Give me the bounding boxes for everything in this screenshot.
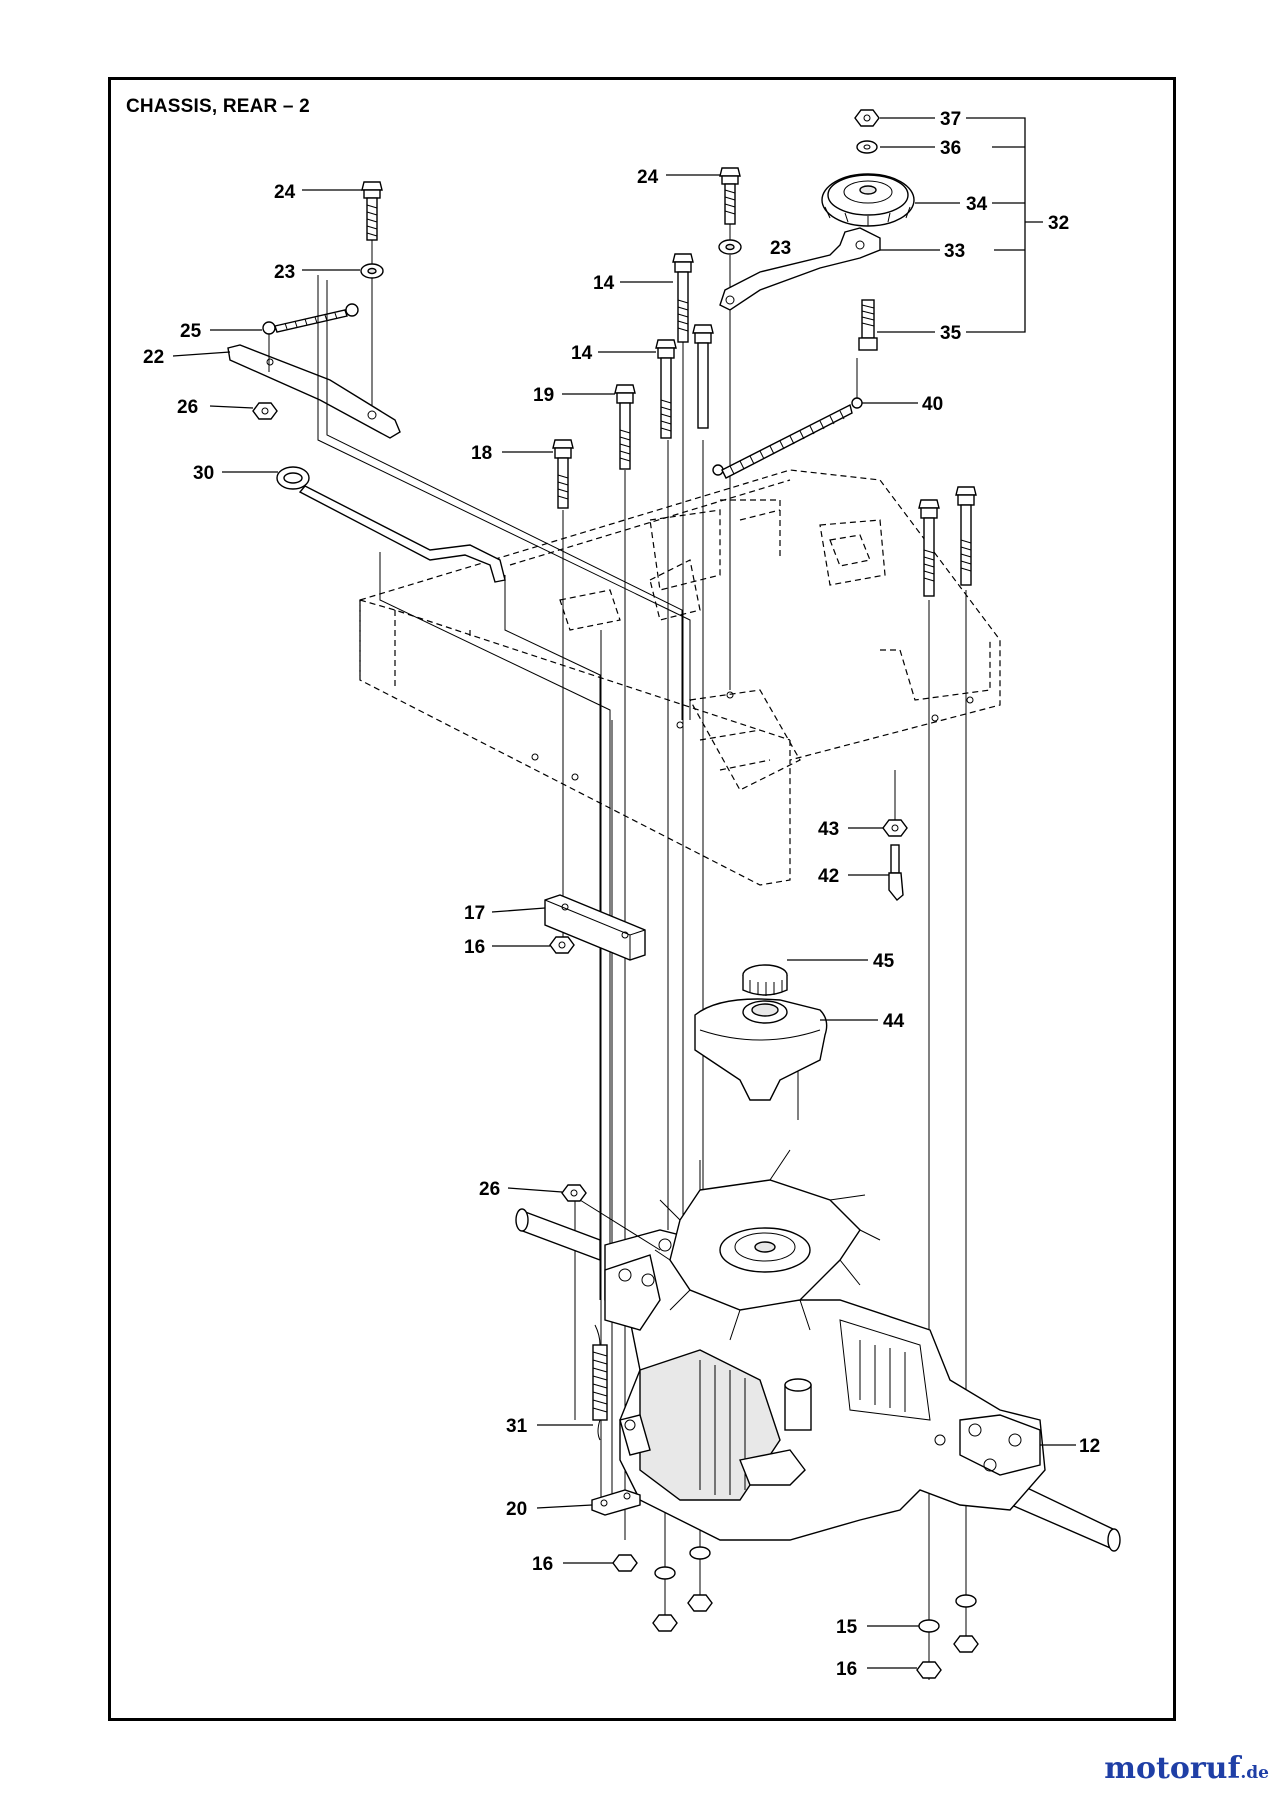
bolt-14-lower bbox=[655, 339, 677, 439]
callout-26-upper: 26 bbox=[177, 397, 198, 418]
callout-26-lower: 26 bbox=[479, 1179, 500, 1200]
chassis-outline bbox=[359, 469, 1001, 886]
nut-26-lower bbox=[561, 1184, 661, 1251]
callout-35: 35 bbox=[940, 323, 962, 344]
shift-rod-30 bbox=[276, 466, 506, 583]
callout-labels: 37 36 34 32 33 35 24 23 25 22 26 24 23 1… bbox=[143, 109, 1100, 1680]
long-rods bbox=[317, 275, 691, 1300]
callout-33: 33 bbox=[944, 241, 965, 262]
callout-43: 43 bbox=[818, 819, 839, 840]
callout-42: 42 bbox=[818, 866, 839, 887]
spring-31 bbox=[592, 1324, 608, 1441]
callout-36: 36 bbox=[940, 138, 961, 159]
diagram-title: CHASSIS, REAR – 2 bbox=[126, 96, 310, 117]
washer-23-left bbox=[360, 263, 384, 279]
reservoir-44 bbox=[694, 998, 828, 1101]
bolt-35 bbox=[858, 299, 878, 351]
callout-16-lower-left: 16 bbox=[532, 1554, 553, 1575]
ball-joint-rod-25 bbox=[262, 303, 359, 372]
nut-37 bbox=[854, 109, 880, 127]
callout-34: 34 bbox=[966, 194, 988, 215]
nut-16-upper bbox=[549, 936, 575, 954]
bolt-14-third bbox=[692, 324, 714, 429]
callout-20: 20 bbox=[506, 1499, 527, 1520]
callout-14-lower: 14 bbox=[571, 343, 593, 364]
callout-23-left: 23 bbox=[274, 262, 295, 283]
callout-40: 40 bbox=[922, 394, 943, 415]
callout-44: 44 bbox=[883, 1011, 905, 1032]
bolt-19 bbox=[614, 384, 636, 470]
callout-17: 17 bbox=[464, 903, 485, 924]
pulley-34 bbox=[821, 173, 915, 227]
callout-31: 31 bbox=[506, 1416, 528, 1437]
shift-arm-22 bbox=[227, 344, 401, 439]
lower-nuts-and-washers bbox=[612, 1546, 979, 1679]
callout-16-upper: 16 bbox=[464, 937, 485, 958]
bolt-24-right bbox=[719, 167, 741, 225]
bolts-right-pair bbox=[918, 486, 977, 597]
bracket-17 bbox=[544, 894, 646, 961]
callout-24-right: 24 bbox=[637, 167, 659, 188]
nut-43 bbox=[882, 819, 908, 837]
plate-20 bbox=[591, 1489, 641, 1516]
diagram-frame bbox=[108, 77, 1176, 1721]
bolt-18 bbox=[552, 439, 574, 509]
brand-watermark: motoruf.de bbox=[1104, 1751, 1269, 1786]
callout-32: 32 bbox=[1048, 213, 1069, 234]
spring-40 bbox=[712, 358, 863, 479]
assembly-center-lines bbox=[371, 200, 967, 1680]
callout-15: 15 bbox=[836, 1617, 858, 1638]
leader-lines bbox=[172, 117, 1076, 1669]
rod-end-42 bbox=[888, 844, 904, 901]
cooling-fan-pulley bbox=[654, 1149, 881, 1341]
callout-25: 25 bbox=[180, 321, 202, 342]
callout-12: 12 bbox=[1079, 1436, 1100, 1457]
callout-22: 22 bbox=[143, 347, 164, 368]
washer-23-right bbox=[718, 239, 742, 255]
nut-26-upper bbox=[252, 402, 278, 420]
callout-37: 37 bbox=[940, 109, 961, 130]
transaxle-12 bbox=[515, 1208, 1121, 1552]
callout-45: 45 bbox=[873, 951, 895, 972]
callout-16-lower-right: 16 bbox=[836, 1659, 857, 1680]
callout-24-left: 24 bbox=[274, 182, 296, 203]
washer-36 bbox=[856, 140, 878, 154]
callout-18: 18 bbox=[471, 443, 492, 464]
idler-arm-33 bbox=[719, 227, 881, 311]
callout-14-upper: 14 bbox=[593, 273, 615, 294]
callout-23-right: 23 bbox=[770, 238, 791, 259]
bolt-14-upper bbox=[672, 253, 694, 343]
cap-45 bbox=[742, 964, 788, 996]
bolt-24-left bbox=[361, 181, 383, 241]
callout-30: 30 bbox=[193, 463, 214, 484]
callout-19: 19 bbox=[533, 385, 554, 406]
